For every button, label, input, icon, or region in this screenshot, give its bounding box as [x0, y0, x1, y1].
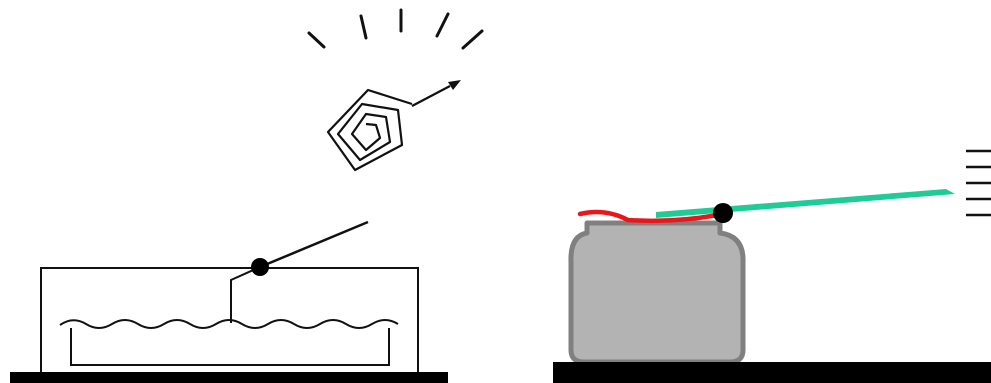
- right-lever-arm: [656, 189, 955, 218]
- water-surface: [59, 319, 399, 329]
- light-rays-icon: [307, 8, 484, 50]
- jar: [568, 220, 746, 365]
- left-ground: [10, 372, 448, 383]
- spiral-icon: [326, 88, 413, 172]
- jar-lid: [577, 209, 721, 224]
- right-scene: [553, 149, 991, 383]
- inner-tray: [70, 328, 390, 366]
- float-rod: [230, 266, 261, 323]
- spiral-arrow: [411, 80, 461, 107]
- right-ground: [553, 362, 991, 383]
- left-pivot-dot: [251, 258, 269, 276]
- left-scene: [10, 8, 484, 383]
- stacked-lines-icon: [966, 149, 991, 217]
- left-lever-arm: [259, 220, 369, 269]
- spiral-arrowhead: [448, 80, 461, 90]
- right-pivot-dot: [713, 203, 733, 223]
